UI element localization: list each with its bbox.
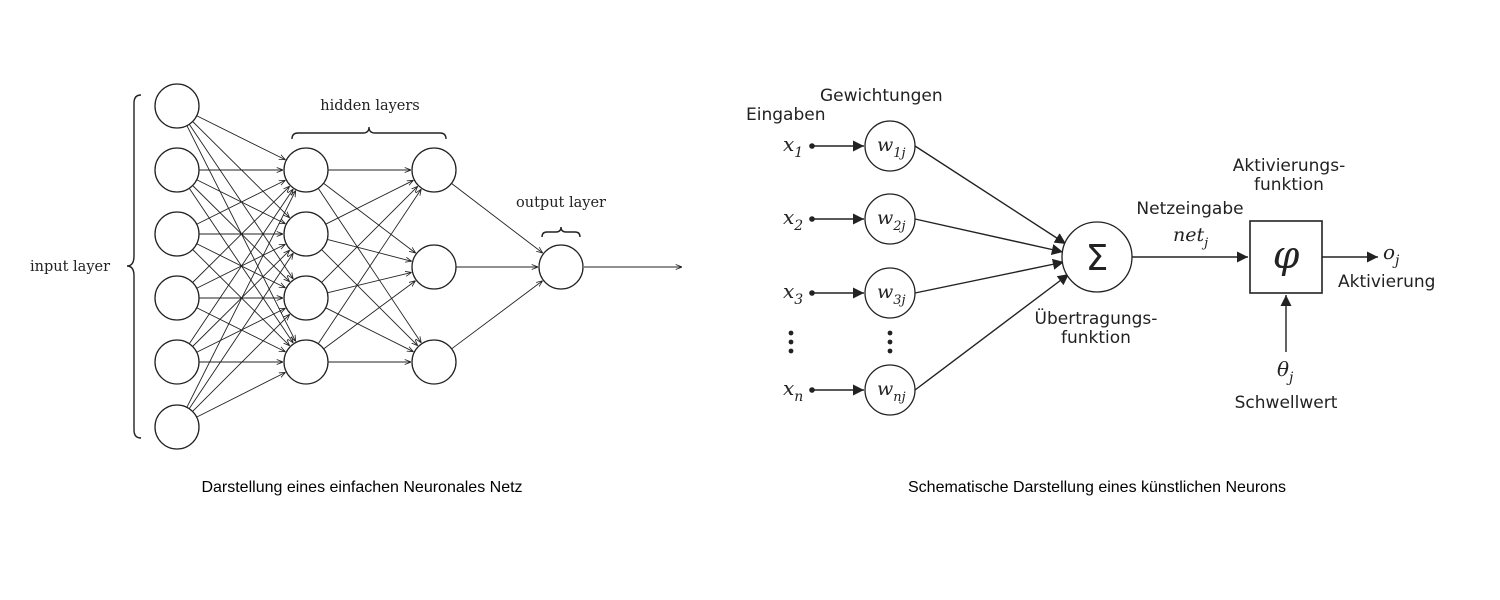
connection-edge <box>188 189 293 344</box>
weights-title: Gewichtungen <box>820 86 943 106</box>
network-connections <box>186 115 543 418</box>
connection-edge <box>196 372 286 418</box>
theta-symbol: θj <box>1277 357 1294 386</box>
hidden-1-node <box>283 275 329 321</box>
weight-to-sum-arrow <box>914 145 1067 245</box>
connection-edge <box>323 182 416 253</box>
input-node <box>154 404 200 450</box>
input-symbol: x3 <box>783 279 803 308</box>
connection-edge <box>317 189 421 344</box>
connection-edge <box>186 191 296 408</box>
hidden-1-node <box>283 211 329 257</box>
weight-to-sum-arrow <box>914 218 1064 256</box>
transfer-function-label: funktion <box>1061 328 1131 348</box>
ellipsis-dots <box>788 330 893 354</box>
neuron-caption: Schematische Darstellung eines künstlich… <box>908 479 1286 496</box>
connection-edge <box>196 180 286 225</box>
input-node <box>154 211 200 257</box>
hidden-2-node <box>411 339 457 385</box>
weight-to-sum-arrow <box>914 273 1070 391</box>
hidden-layers-label: hidden layers <box>320 98 420 114</box>
connection-edge <box>325 307 414 352</box>
connection-edge <box>451 281 543 350</box>
hidden-layers-brace <box>291 126 447 140</box>
net-input-label: Netzeingabe <box>1136 199 1243 219</box>
hidden-2-node <box>411 147 457 193</box>
hidden-1-node <box>283 339 329 385</box>
weight-symbol: w2j <box>877 207 906 234</box>
hidden-2-node <box>411 244 457 290</box>
network-nodes <box>154 83 584 450</box>
input-symbol: x1 <box>783 132 803 161</box>
activation-function-label: Aktivierungs- <box>1233 156 1345 176</box>
inputs-title: Eingaben <box>746 105 825 125</box>
output-layer-label: output layer <box>516 195 606 211</box>
weight-symbol: wnj <box>877 378 906 405</box>
input-layer-label: input layer <box>30 259 110 275</box>
input-node <box>154 339 200 385</box>
threshold-label: Schwellwert <box>1235 393 1338 413</box>
weight-symbol: w3j <box>877 281 906 308</box>
input-symbol: xn <box>783 376 803 405</box>
hidden-1-node <box>283 147 329 193</box>
activation-function-box <box>1249 220 1323 294</box>
input-row: xn wnj <box>783 364 916 416</box>
input-row: x2 w2j <box>783 193 916 245</box>
output-node <box>538 244 584 290</box>
artificial-neuron-diagram: Eingaben Gewichtungen x1 w1j x2 w2j x3 w… <box>746 86 1435 416</box>
weight-symbol: w1j <box>877 134 906 161</box>
connection-edge <box>321 186 418 283</box>
input-symbol: x2 <box>783 205 803 234</box>
connection-edge <box>317 188 421 343</box>
input-node <box>154 275 200 321</box>
connection-edge <box>327 272 411 294</box>
input-row: x1 w1j <box>783 120 916 172</box>
connection-edge <box>451 182 542 253</box>
output-layer-brace <box>541 226 581 238</box>
net-input-symbol: netj <box>1173 224 1208 251</box>
connection-edge <box>196 308 286 353</box>
connection-edge <box>196 115 286 160</box>
sum-symbol: Σ <box>1086 238 1109 279</box>
connection-edge <box>192 314 290 412</box>
activation-label: Aktivierung <box>1338 272 1435 292</box>
input-node <box>154 83 200 129</box>
connection-edge <box>325 180 414 225</box>
phi-symbol: φ <box>1273 233 1300 277</box>
activation-function-label: funktion <box>1254 175 1324 195</box>
input-node <box>154 147 200 193</box>
weight-to-sum-arrow <box>914 258 1065 294</box>
connection-edge <box>192 186 290 283</box>
network-caption: Darstellung eines einfachen Neuronales N… <box>201 479 522 496</box>
connection-edge <box>321 249 418 346</box>
connection-edge <box>327 239 411 261</box>
transfer-function-label: Übertragungs- <box>1035 307 1158 329</box>
input-layer-brace <box>126 94 142 439</box>
input-row: x3 w3j <box>783 267 916 319</box>
output-symbol: oj <box>1383 240 1400 269</box>
neural-network-diagram: input layer hidden layers output layer <box>30 83 682 450</box>
connection-edge <box>323 281 416 350</box>
connection-edge <box>188 253 293 409</box>
